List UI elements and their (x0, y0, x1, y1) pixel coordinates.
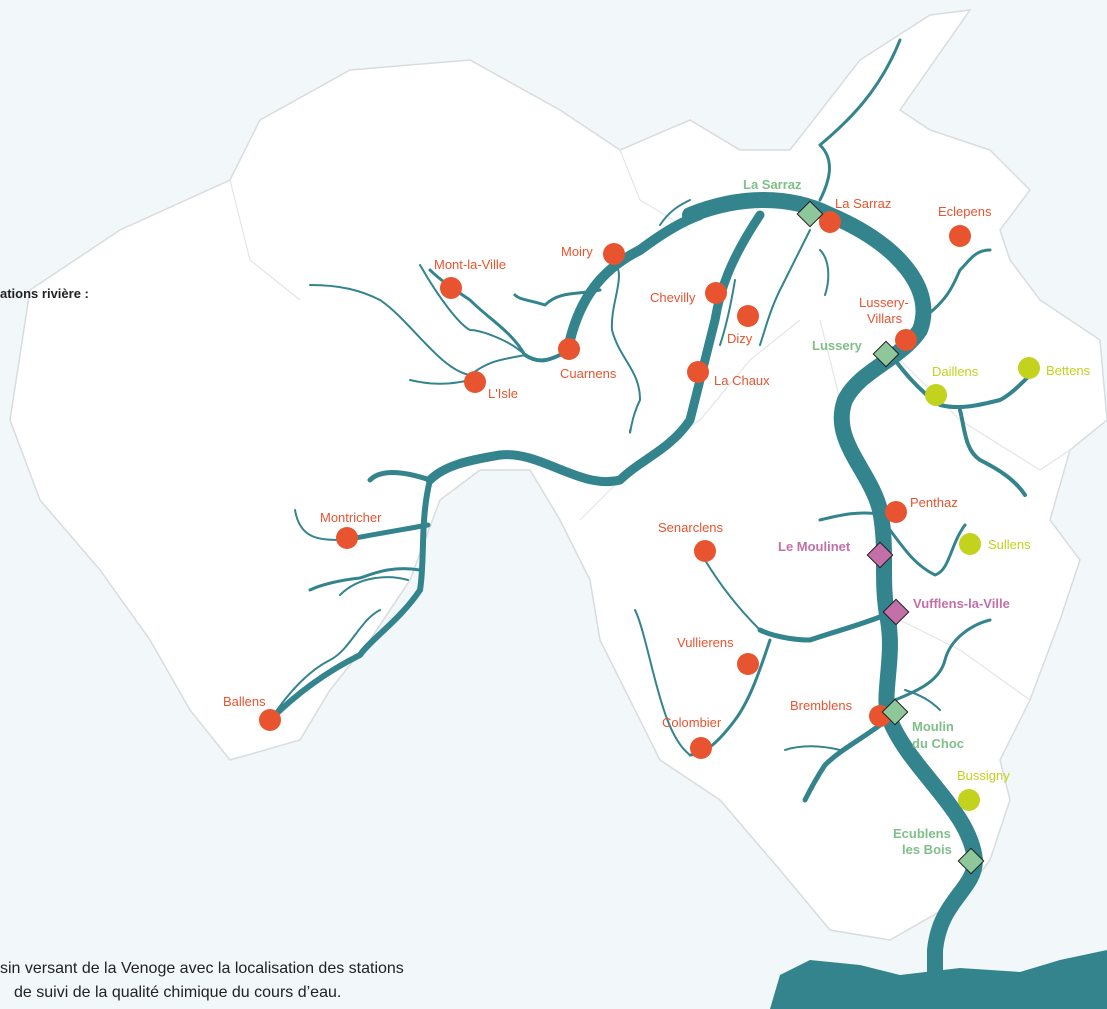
yellow-station-markers (925, 357, 1040, 811)
station-diamond-lussery[interactable] (872, 340, 900, 368)
station-dot-montricher[interactable] (336, 527, 358, 549)
label-green-moulin: Moulin (912, 719, 954, 734)
station-dot-bussigny[interactable] (958, 789, 980, 811)
station-dot-mont-la-ville[interactable] (440, 277, 462, 299)
label-lussery: Lussery- (859, 295, 909, 310)
green-station-labels: La Sarraz Lussery Moulin du Choc Ecublen… (743, 177, 964, 857)
station-diamond-ecublens-les-bois[interactable] (957, 847, 985, 875)
station-diamond-la-sarraz[interactable] (796, 200, 824, 228)
station-dot-penthaz[interactable] (885, 501, 907, 523)
map-caption: sin versant de la Venoge avec la localis… (0, 957, 560, 1005)
green-station-markers (796, 200, 985, 875)
station-diamond-moulin-du-choc[interactable] (881, 698, 909, 726)
red-station-labels: La Sarraz Eclepens Moiry Mont-la-Ville C… (223, 196, 992, 730)
station-dot-daillens[interactable] (925, 384, 947, 406)
label-dizy: Dizy (727, 331, 753, 346)
label-villars: Villars (867, 311, 903, 326)
label-bremblens: Bremblens (790, 698, 853, 713)
station-dot-bettens[interactable] (1018, 357, 1040, 379)
station-dot-sullens[interactable] (959, 533, 981, 555)
station-dot-cuarnens[interactable] (558, 338, 580, 360)
label-bussigny: Bussigny (957, 768, 1010, 783)
station-dot-lisle[interactable] (464, 371, 486, 393)
label-vufflens-la-ville: Vufflens-la-Ville (913, 596, 1010, 611)
label-moiry: Moiry (561, 244, 593, 259)
red-station-markers (259, 211, 971, 759)
label-green-lussery: Lussery (812, 338, 863, 353)
station-dot-colombier[interactable] (690, 737, 712, 759)
station-dot-la-chaux[interactable] (687, 361, 709, 383)
label-chevilly: Chevilly (650, 290, 696, 305)
label-mont-la-ville: Mont-la-Ville (434, 257, 506, 272)
label-penthaz: Penthaz (910, 495, 958, 510)
label-bettens: Bettens (1046, 363, 1091, 378)
station-dot-vullierens[interactable] (737, 653, 759, 675)
label-ballens: Ballens (223, 694, 266, 709)
label-vullierens: Vullierens (677, 635, 734, 650)
station-dot-eclepens[interactable] (949, 225, 971, 247)
label-cuarnens: Cuarnens (560, 366, 617, 381)
station-dot-lussery-villars[interactable] (895, 329, 917, 351)
station-dot-chevilly[interactable] (705, 282, 727, 304)
label-le-moulinet: Le Moulinet (778, 539, 851, 554)
label-lisle: L'Isle (488, 386, 518, 401)
station-dot-moiry[interactable] (603, 243, 625, 265)
station-dot-senarclens[interactable] (694, 540, 716, 562)
station-dot-dizy[interactable] (737, 305, 759, 327)
label-green-la-sarraz: La Sarraz (743, 177, 802, 192)
station-diamond-le-moulinet[interactable] (866, 541, 894, 569)
legend-heading: ations rivière : (0, 286, 89, 301)
label-la-chaux: La Chaux (714, 373, 770, 388)
label-colombier: Colombier (662, 715, 722, 730)
label-daillens: Daillens (932, 364, 979, 379)
caption-line-1: sin versant de la Venoge avec la localis… (0, 960, 404, 977)
label-green-du-choc: du Choc (912, 736, 964, 751)
pink-station-markers (866, 541, 910, 626)
caption-line-2: de suivi de la qualité chimique du cours… (14, 984, 342, 1001)
pink-station-labels: Le Moulinet Vufflens-la-Ville (778, 539, 1010, 611)
station-dot-la-sarraz[interactable] (819, 211, 841, 233)
label-green-ecublens: Ecublens (893, 826, 951, 841)
label-eclepens: Eclepens (938, 204, 992, 219)
label-green-les-bois: les Bois (902, 842, 952, 857)
label-sullens: Sullens (988, 537, 1031, 552)
label-la-sarraz: La Sarraz (835, 196, 891, 211)
label-senarclens: Senarclens (658, 520, 724, 535)
station-diamond-vufflens-la-ville[interactable] (882, 598, 910, 626)
yellow-station-labels: Daillens Bettens Sullens Bussigny (932, 363, 1091, 783)
station-dot-ballens[interactable] (259, 709, 281, 731)
label-montricher: Montricher (320, 510, 382, 525)
